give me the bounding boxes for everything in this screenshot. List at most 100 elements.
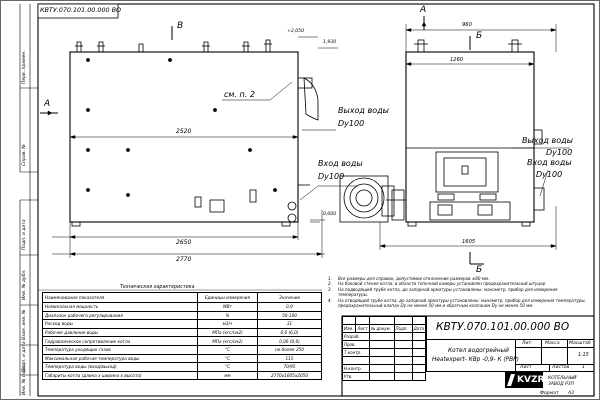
stamp-col-lit: Лит. xyxy=(522,341,533,346)
note-num: 4. xyxy=(328,297,332,303)
spec-name: Диапазон рабочего регулирования xyxy=(42,310,198,321)
spec-value: 50-100 xyxy=(257,310,322,321)
callout-water-out-left-dn: Dy100 xyxy=(338,119,365,128)
spec-unit: °С xyxy=(197,353,258,364)
section-letter-b-right-top: Б xyxy=(476,31,483,41)
stamp-col-mass: Масса xyxy=(545,341,560,346)
stamp-sheets: Листов xyxy=(552,365,570,370)
section-letter-b-right-bottom: Б xyxy=(476,265,483,275)
note-num: 3. xyxy=(328,286,332,292)
callout-see-note-2: см. п. 2 xyxy=(224,90,255,99)
format-value: А3 xyxy=(568,391,575,396)
company-name-line2: ЗАВОД РЗП xyxy=(548,382,574,387)
stamp-role: Т.контр. xyxy=(341,348,371,357)
note-line: 3. На подводящей трубе котла, до запорной… xyxy=(328,287,592,292)
logo-text: KVZR xyxy=(517,375,545,385)
note-num: 2. xyxy=(328,281,332,287)
side-label-dup-inv: Инв. № дубл. xyxy=(22,269,27,300)
callout-water-in-left: Вход воды xyxy=(318,159,363,168)
spec-value: не более 250 xyxy=(257,344,322,355)
specs-header-unit: Единицы измерения xyxy=(197,292,258,303)
dim-1605: 1605 xyxy=(462,239,476,245)
side-label-sign-date-1: Подп. и дата xyxy=(22,219,27,250)
spec-unit: МВт xyxy=(197,302,258,312)
side-label-first-use: Перв. примен. xyxy=(22,50,27,84)
kvzr-logo xyxy=(505,372,543,388)
callout-water-out-right: Выход воды xyxy=(522,136,573,145)
note-text: На подводящей трубе котла, до запорной а… xyxy=(338,286,558,292)
stamp-sheet: Лист xyxy=(520,365,532,370)
spec-unit: °С xyxy=(197,344,258,355)
note-num: 1. xyxy=(328,276,332,281)
company-name-line1: КОТЕЛЬНЫЙ xyxy=(548,376,577,381)
dim-elev-top: +2,050 xyxy=(287,29,305,34)
dim-1930: 1,930 xyxy=(323,40,337,45)
specs-header-name: Наименование показателя xyxy=(42,292,198,303)
stamp-col-date: Дата xyxy=(411,324,427,333)
stamp-col-doc: № докум. xyxy=(369,324,395,333)
spec-name: Гидравлическое сопротивление котла xyxy=(42,336,198,346)
side-dimension-lines xyxy=(379,16,570,265)
section-letter-a-top: А xyxy=(420,5,427,15)
spec-unit: % xyxy=(197,310,258,321)
spec-name: Температура воды (вход/выход) xyxy=(42,362,198,372)
stamp-lit-cells xyxy=(516,340,594,364)
side-label-orig-inv: Инв. № подл. xyxy=(22,363,27,395)
dim-elev-zero: 0,000 xyxy=(323,212,337,217)
stamp-title-line2: Heatexpert- КВр -0,9- К (РВР) xyxy=(432,357,519,363)
callout-water-out-right-dn: Dy100 xyxy=(546,148,573,157)
spec-name: Габариты котла (длина x ширина x высота) xyxy=(42,370,198,381)
specs-header-row: Наименование показателя Единицы измерени… xyxy=(42,292,322,303)
stamp-sheet-row xyxy=(516,364,594,372)
spec-name: Рабочее давление воды xyxy=(42,327,198,338)
spec-unit: мм xyxy=(197,370,258,381)
note-text: На отводящей трубе котла, до запорной ар… xyxy=(338,297,586,303)
stamp-col-scale: Масштаб xyxy=(569,341,591,346)
stamp-code-cell xyxy=(426,316,594,340)
table-row: Габариты котла (длина x ширина x высота)… xyxy=(42,370,322,381)
stamp-col-sheet: Лист xyxy=(355,324,371,333)
burner-fan xyxy=(339,175,395,223)
dim-1260: 1260 xyxy=(450,57,464,63)
note-line: 1. Все размеры для справок, допустимое от… xyxy=(328,276,592,281)
stamp-scale-value: 1:15 xyxy=(578,353,589,358)
spec-unit: МПа (кгс/см2) xyxy=(197,336,258,346)
notes-block: 1. Все размеры для справок, допустимое от… xyxy=(328,276,592,308)
note-line: 4. На отводящей трубе котла, до запорной … xyxy=(328,298,592,303)
spec-unit: МПа (кгс/см2) xyxy=(197,327,258,338)
stamp-col-sign: Подп. xyxy=(393,324,413,333)
boiler-front-view xyxy=(69,39,319,227)
spec-unit: м3/ч xyxy=(197,319,258,329)
stamp-role-grid: Изм. Лист № докум. Подп. Дата Разраб. Пр… xyxy=(341,316,427,381)
stamp-col-change: Изм. xyxy=(341,324,357,333)
stamp-role: Разраб. xyxy=(341,332,371,341)
dim-960: 960 xyxy=(462,22,472,28)
callout-water-out-left: Выход воды xyxy=(338,106,389,115)
note-text: предохранительный клапан Dy не менее 50 … xyxy=(338,303,534,309)
spec-value: 0,06 (0,6) xyxy=(257,336,322,346)
spec-value: 0,6 (6,0) xyxy=(257,327,322,338)
spec-name: Номинальная мощность xyxy=(42,302,198,312)
spec-value: 0,9 xyxy=(257,302,322,312)
format-label: Формат xyxy=(540,391,559,396)
note-line: 2. На боковой стенке котла, в области топ… xyxy=(328,281,592,286)
note-text: температуры. xyxy=(338,292,369,298)
note-text: Все размеры для справок, допустимое откл… xyxy=(338,276,490,281)
callout-water-in-right: Вход воды xyxy=(527,158,572,167)
stamp-role: Н.контр. xyxy=(341,364,371,373)
note-text: На боковой стенке котла, в области топоч… xyxy=(338,281,546,287)
note-line: температуры. xyxy=(328,292,592,297)
spec-value: 70/95 xyxy=(257,362,322,372)
boiler-side-view xyxy=(386,39,545,227)
corner-drawing-code: КВТУ.070.101.00.000 ВО xyxy=(40,6,122,14)
spec-name: Температура уходящих газов xyxy=(42,344,198,355)
stamp-role: Утв. xyxy=(341,372,371,381)
front-dimension-lines xyxy=(40,26,358,258)
table-row: Диапазон рабочего регулирования%50-100 xyxy=(42,310,322,321)
